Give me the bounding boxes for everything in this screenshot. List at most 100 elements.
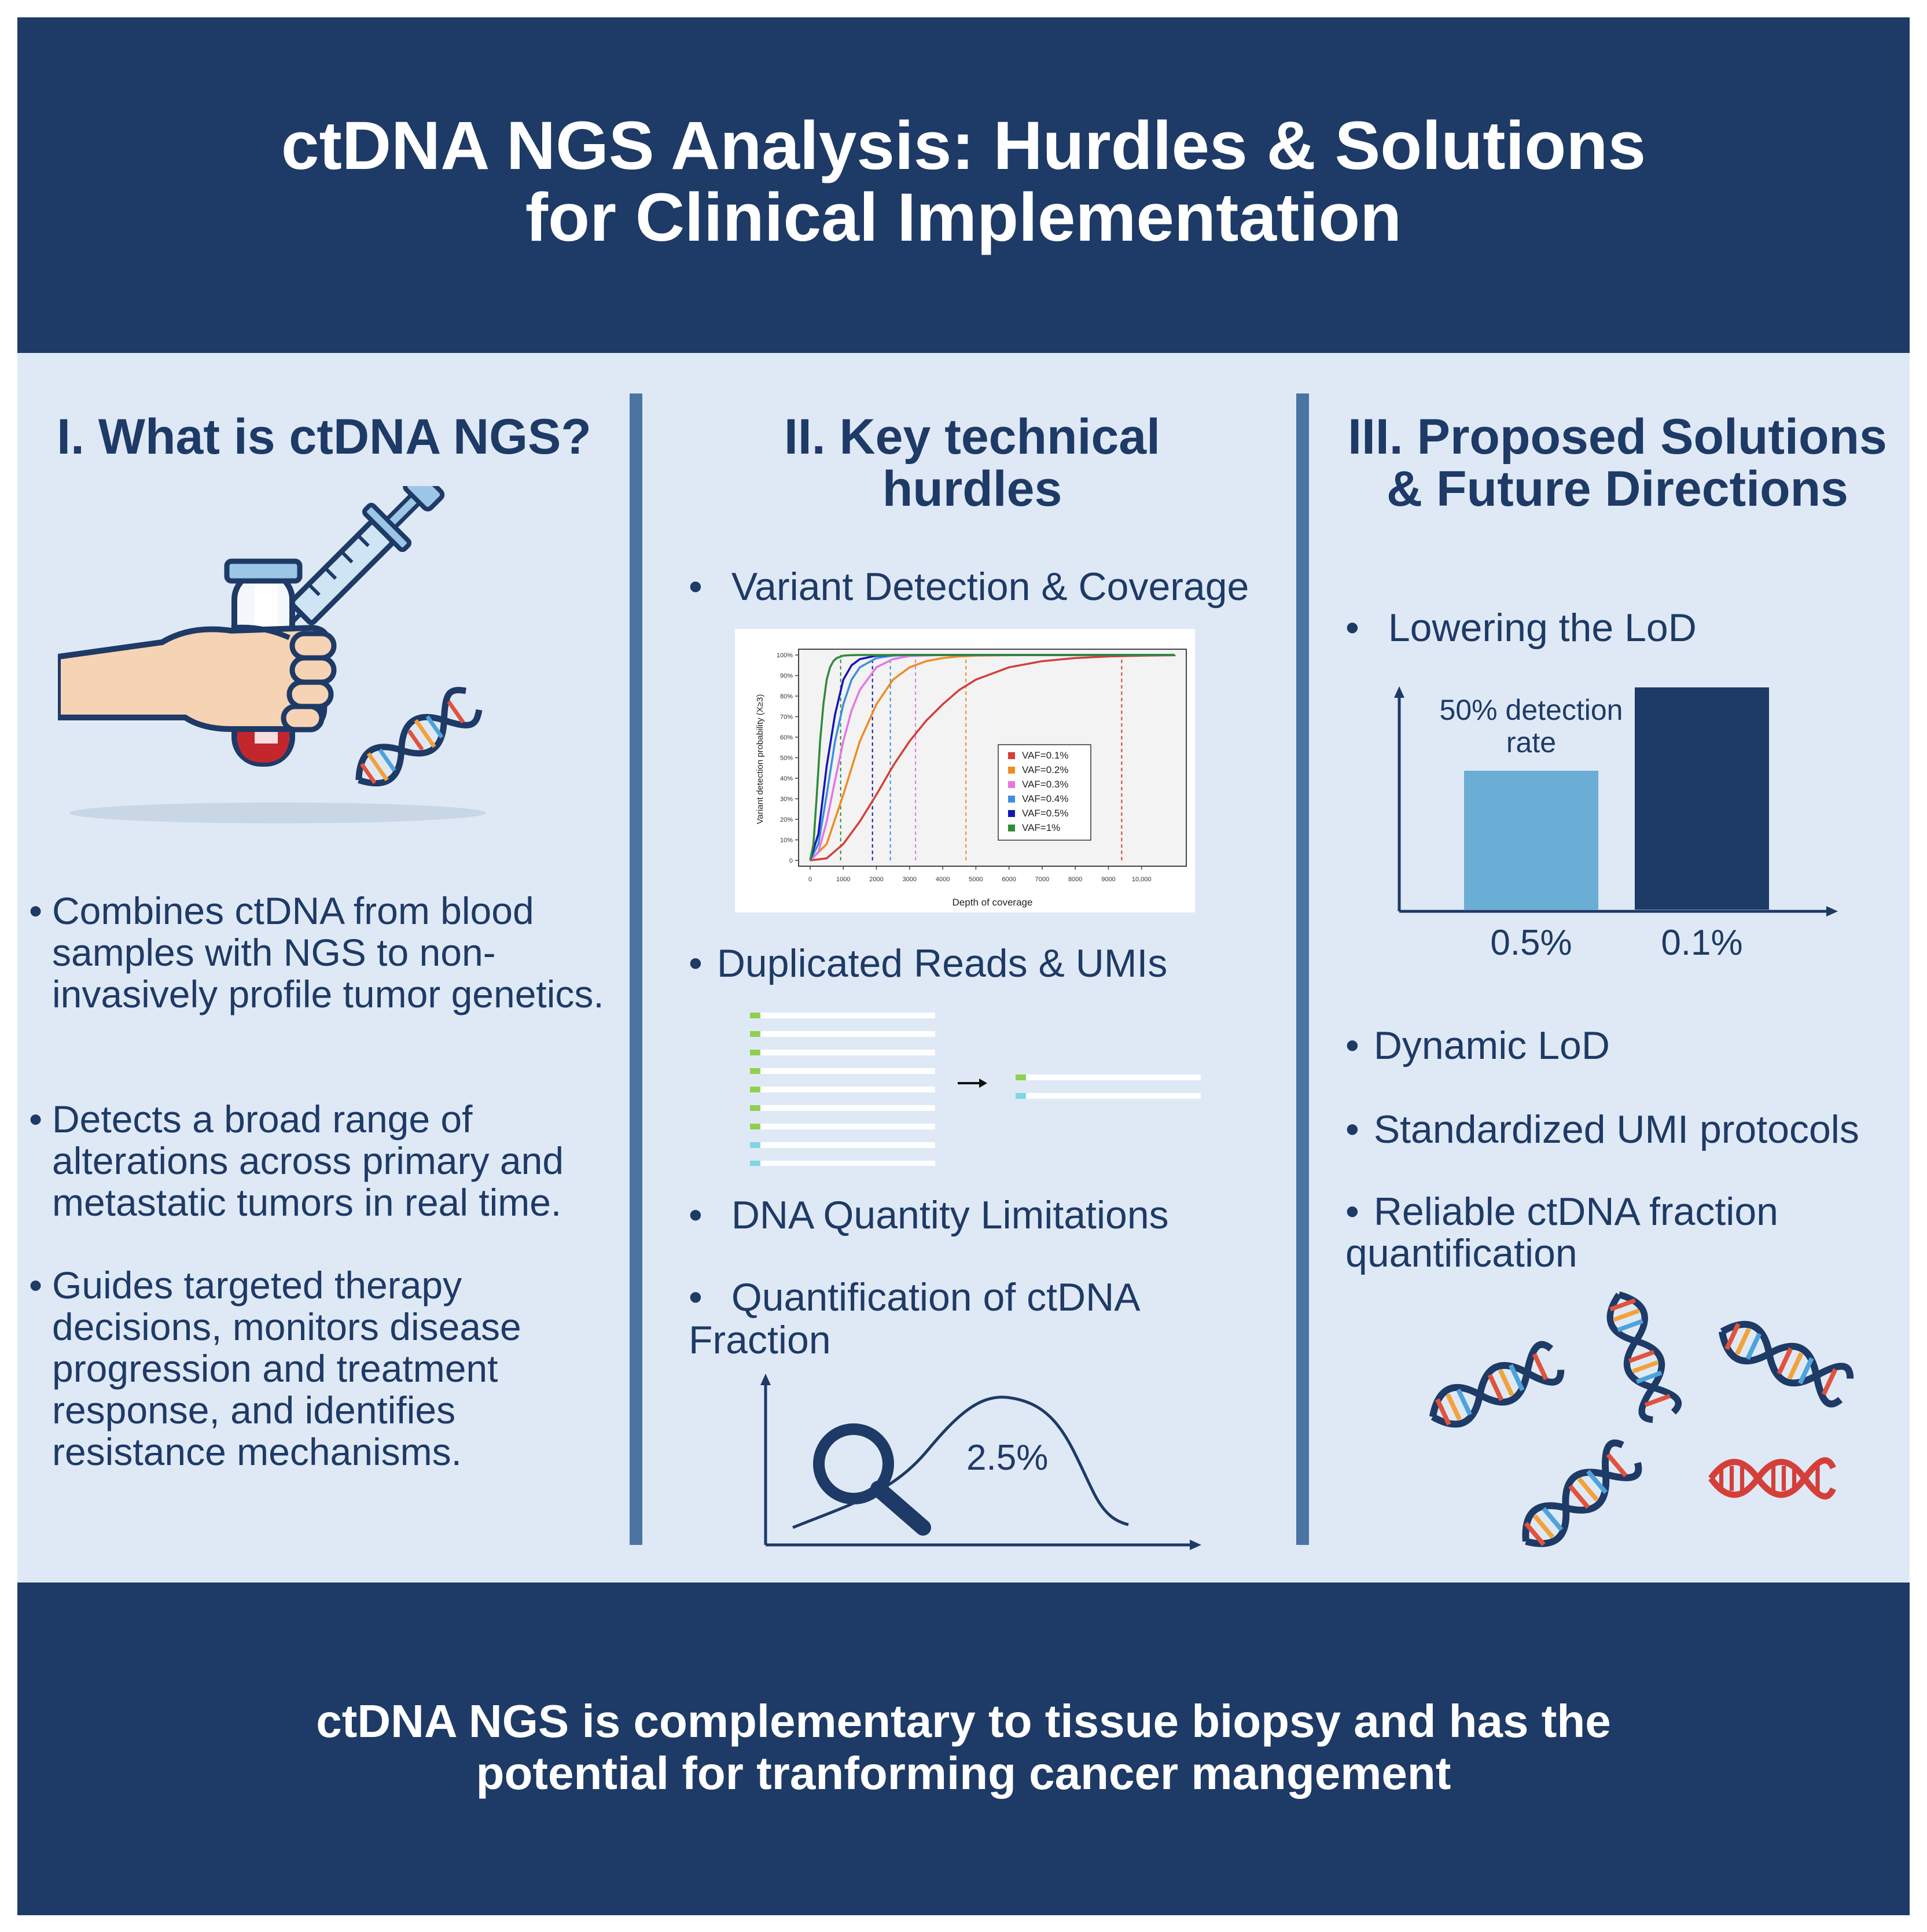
item-text: Variant Detection & Coverage (731, 565, 1249, 609)
solution-item-3: • Standardized UMI protocols (1345, 1108, 1859, 1151)
y-tick-label: 10% (780, 837, 793, 844)
header-banner: ctDNA NGS Analysis: Hurdles & Solutions … (17, 17, 1910, 353)
chart-x-axis-label: Depth of coverage (953, 897, 1033, 908)
item-text: DNA Quantity Limitations (731, 1193, 1169, 1237)
x-tick-label: 0 (808, 876, 812, 883)
duplicated-reads-graphic (750, 1013, 1201, 1166)
x-tick-label: 5000 (969, 876, 983, 883)
umi-tag (750, 1124, 760, 1129)
legend-swatch (1008, 810, 1015, 817)
x-tick-label: 8000 (1068, 876, 1082, 883)
y-tick-label: 30% (780, 796, 793, 803)
legend-label: VAF=1% (1022, 822, 1060, 833)
read-bar (750, 1050, 935, 1055)
y-tick-label: 20% (780, 816, 793, 823)
umi-tag (750, 1031, 760, 1037)
x-tick-label: 9000 (1101, 876, 1115, 883)
section1-bullet-2: • Detects a broad range of alterations a… (29, 1098, 608, 1223)
bullet-text: Combines ctDNA from blood samples with N… (52, 889, 604, 1015)
legend-swatch (1008, 825, 1015, 831)
bullet-dot: • (1345, 1107, 1359, 1151)
hurdle-item-4: •Quantification of ctDNA Fraction (689, 1276, 1209, 1361)
read-bar (750, 1013, 935, 1018)
item-text: Dynamic LoD (1373, 1024, 1610, 1068)
dna-helix-icon (1429, 1341, 1565, 1428)
y-tick-label: 0 (789, 858, 793, 864)
footer-text: ctDNA NGS is complementary to tissue bio… (316, 1695, 1611, 1799)
y-tick-label: 70% (780, 714, 793, 721)
dna-cluster-illustration (1429, 1291, 1854, 1547)
legend-swatch (1008, 796, 1015, 803)
y-tick-label: 80% (780, 693, 793, 700)
legend-swatch (1008, 781, 1015, 788)
blood-sample-illustration (58, 486, 486, 823)
dna-helix-icon (355, 687, 483, 787)
bullet-dot: • (689, 565, 703, 609)
legend-swatch (1008, 767, 1015, 774)
item-text: Duplicated Reads & UMIs (716, 941, 1168, 985)
item-text: Lowering the LoD (1388, 606, 1697, 650)
umi-tag (750, 1142, 760, 1148)
umi-tag (750, 1087, 760, 1092)
bullet-dot: • (689, 1275, 703, 1319)
item-text: Quantification of ctDNA Fraction (689, 1275, 1138, 1362)
read-bar (750, 1087, 935, 1092)
y-tick-label: 40% (780, 775, 793, 782)
item-text: Reliable ctDNA fraction quantification (1345, 1190, 1779, 1275)
bullet-dot: • (29, 1264, 43, 1307)
read-bar (750, 1031, 935, 1037)
bullet-dot: • (689, 941, 703, 985)
hurdle-item-2: • Duplicated Reads & UMIs (689, 942, 1167, 985)
bar (1464, 771, 1598, 910)
x-tick-label: 2000 (869, 876, 883, 883)
read-bar (750, 1105, 935, 1111)
chart-legend (998, 744, 1091, 841)
y-tick-label: 60% (780, 734, 793, 741)
umi-tag (750, 1068, 760, 1074)
bullet-dot: • (29, 889, 43, 932)
umi-tag (750, 1161, 760, 1166)
plot-area (798, 649, 1187, 867)
solution-item-2: • Dynamic LoD (1345, 1024, 1610, 1067)
umi-tag (1016, 1074, 1026, 1080)
page-title: ctDNA NGS Analysis: Hurdles & Solutions … (281, 108, 1646, 256)
dna-helix-icon (1522, 1439, 1642, 1547)
bullet-dot: • (1345, 1190, 1359, 1234)
x-tick-label: 7000 (1035, 876, 1049, 883)
column-divider-right (1296, 393, 1309, 1545)
y-tick-label: 50% (780, 755, 793, 762)
legend-label: VAF=0.3% (1022, 779, 1068, 790)
item-text: Standardized UMI protocols (1373, 1107, 1859, 1151)
ctdna-fraction-graphic: 2.5% (760, 1374, 1201, 1550)
magnifier-icon (813, 1423, 931, 1536)
dna-helix-icon (1718, 1320, 1854, 1408)
hurdle-item-1: • Variant Detection & Coverage (689, 565, 1249, 608)
arrow-right-icon (958, 1079, 987, 1088)
umi-tag (750, 1050, 760, 1055)
solution-item-1: •Lowering the LoD (1345, 606, 1697, 649)
hurdle-item-3: •DNA Quantity Limitations (689, 1194, 1169, 1237)
x-tick-label: 1000 (836, 876, 850, 883)
read-bar (750, 1124, 935, 1129)
section1-bullet-3: • Guides targeted therapy decisions, mon… (29, 1264, 608, 1473)
read-bar (750, 1142, 935, 1148)
section1-bullet-1: • Combines ctDNA from blood samples with… (29, 889, 608, 1015)
y-tick-label: 90% (780, 673, 793, 680)
umi-tag (750, 1105, 760, 1111)
consensus-read-bar (1016, 1093, 1201, 1099)
read-bar (750, 1161, 935, 1166)
series-line (810, 654, 1176, 862)
umi-tag (750, 1013, 760, 1018)
section2-title: II. Key technical hurdles (784, 409, 1161, 517)
shadow-ellipse (69, 803, 486, 823)
legend-label: VAF=0.4% (1022, 793, 1068, 804)
distribution-curve (792, 1396, 1129, 1529)
chart-y-axis-label: Variant detection probability (X≥3) (755, 694, 765, 825)
x-tick-label: 4000 (936, 876, 950, 883)
bullet-dot: • (1345, 1024, 1359, 1068)
syringe-icon (270, 486, 445, 644)
section1-title: I. What is ctDNA NGS? (57, 409, 591, 465)
